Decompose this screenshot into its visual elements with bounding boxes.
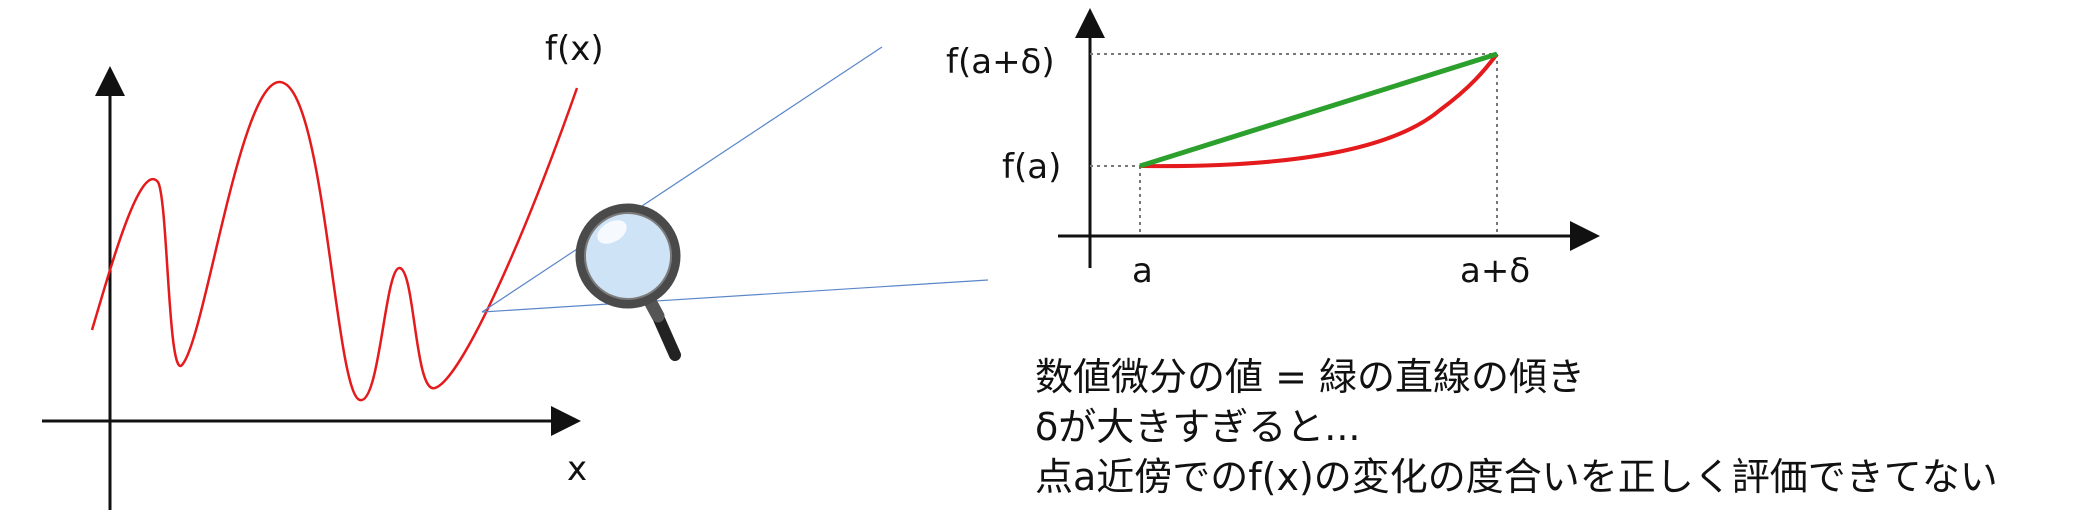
zoom-plot: f(a+δ) f(a) a a+δ <box>946 8 1600 291</box>
magnifying-glass-icon <box>575 203 681 361</box>
function-curve <box>90 80 579 402</box>
zoomed-curve <box>1139 52 1499 169</box>
explanation-line-2: δが大きすぎると... <box>1035 405 1361 449</box>
secant-line <box>1139 51 1498 169</box>
x-axis-label: x <box>567 449 587 489</box>
a-plus-delta-label: a+δ <box>1460 251 1530 291</box>
a-label: a <box>1132 251 1153 291</box>
fa-label: f(a) <box>1002 147 1061 187</box>
zoom-line-upper <box>481 46 883 313</box>
explanation-line-1: 数値微分の値 = 緑の直線の傾き <box>1035 355 1585 399</box>
explanation-text: 数値微分の値 = 緑の直線の傾き δが大きすぎると... 点a近傍でのf(x)の… <box>1035 352 1998 502</box>
explanation-line-3: 点a近傍でのf(x)の変化の度合いを正しく評価できてない <box>1035 455 1998 499</box>
zoom-line-lower <box>481 279 989 313</box>
left-plot: f(x) x <box>42 29 604 510</box>
function-label: f(x) <box>545 29 604 69</box>
zoom-lines <box>481 46 989 313</box>
fa-plus-delta-label: f(a+δ) <box>946 42 1055 82</box>
